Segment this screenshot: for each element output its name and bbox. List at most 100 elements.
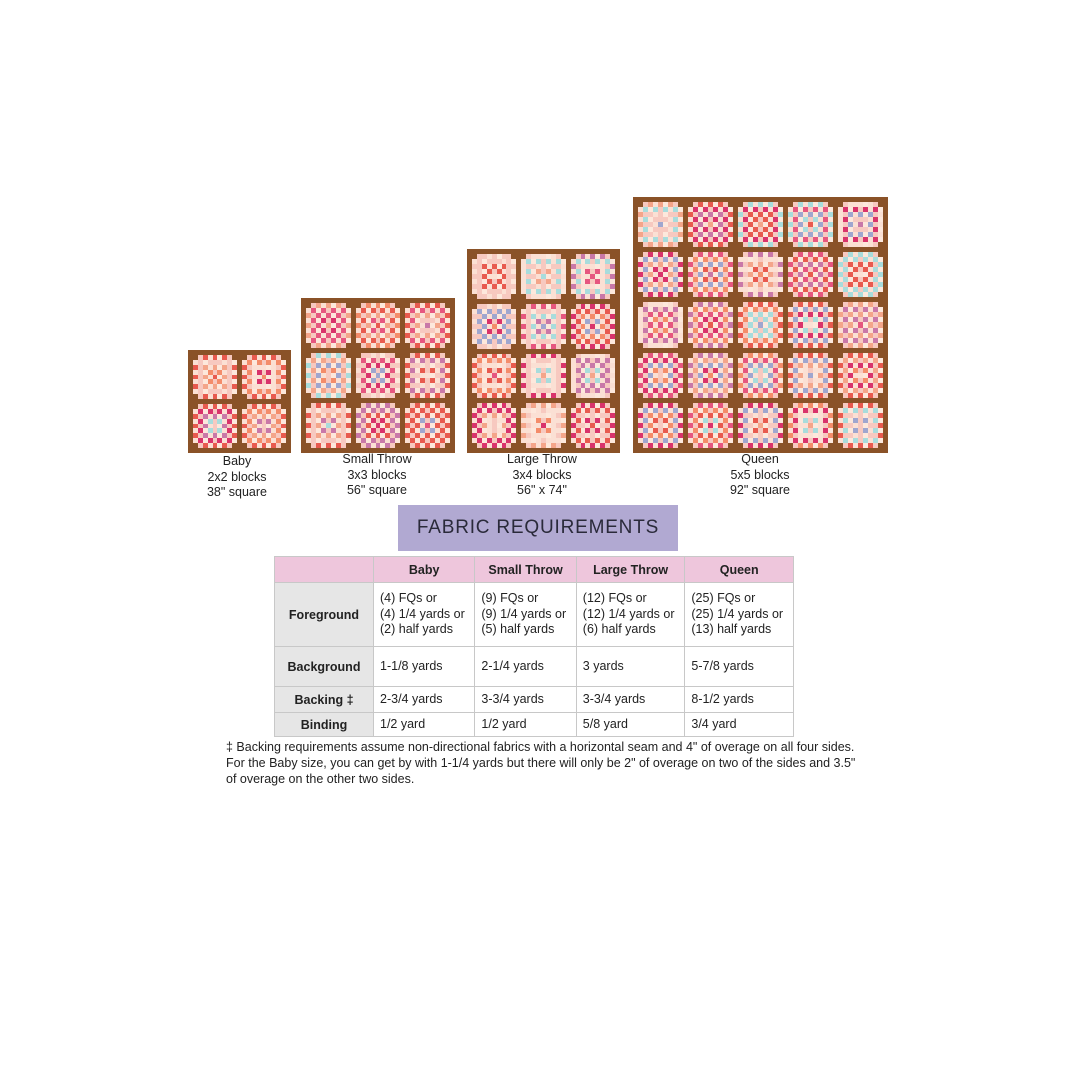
row-label: Foreground [274, 582, 374, 647]
quilt-block [838, 352, 883, 398]
size-blocks: 5x5 blocks [730, 467, 790, 482]
size-name: Queen [741, 452, 779, 466]
quilt-block [738, 352, 783, 398]
quilt-block [688, 352, 733, 398]
row-label: Background [274, 646, 374, 687]
cell-line: (9) 1/4 yards or [481, 606, 567, 621]
header-large-throw: Large Throw [575, 556, 686, 583]
quilt-block [570, 403, 615, 448]
quilt-illustration-small-throw [301, 298, 455, 453]
quilt-block [838, 302, 883, 348]
quilt-block [688, 252, 733, 298]
quilt-block [306, 303, 351, 348]
cell-line: (25) 1/4 yards or [691, 606, 784, 621]
quilt-illustration-queen [633, 197, 888, 453]
caption-small-throw: Small Throw 3x3 blocks 56" square [317, 452, 437, 499]
quilt-block [738, 252, 783, 298]
size-name: Baby [222, 454, 252, 468]
size-name: Large Throw [507, 452, 577, 466]
quilt-block [472, 403, 517, 448]
quilt-block [570, 303, 615, 349]
cell-backing-small-throw: 3-3/4 yards [474, 686, 577, 713]
caption-queen: Queen 5x5 blocks 92" square [700, 452, 820, 499]
quilt-block [638, 402, 683, 448]
cell-line: (6) half yards [582, 622, 656, 637]
cell-foreground-queen: (25) FQs or (25) 1/4 yards or (13) half … [684, 582, 794, 647]
fabric-requirements-banner: FABRIC REQUIREMENTS [398, 505, 678, 551]
cell-foreground-small-throw: (9) FQs or (9) 1/4 yards or (5) half yar… [474, 582, 577, 647]
quilt-block [788, 402, 833, 448]
cell-background-baby: 1-1/8 yards [372, 646, 476, 687]
cell-line: (2) half yards [380, 622, 453, 637]
cell-background-queen: 5-7/8 yards [684, 646, 794, 687]
cell-backing-large-throw: 3-3/4 yards [575, 686, 686, 713]
quilt-block [788, 352, 833, 398]
header-queen: Queen [684, 556, 794, 583]
quilt-block [472, 353, 517, 399]
quilt-block [193, 355, 237, 399]
quilt-block [838, 252, 883, 298]
header-small-throw: Small Throw [474, 556, 577, 583]
quilt-block [570, 353, 615, 399]
cell-binding-small-throw: 1/2 yard [474, 712, 577, 737]
quilt-block [788, 202, 833, 248]
quilt-block [688, 402, 733, 448]
quilt-block [638, 252, 683, 298]
quilt-block [405, 353, 450, 398]
quilt-block [405, 403, 450, 448]
size-blocks: 3x3 blocks [347, 467, 407, 482]
quilt-block [788, 252, 833, 298]
size-blocks: 2x2 blocks [207, 469, 267, 484]
quilt-block [688, 302, 733, 348]
backing-footnote: ‡ Backing requirements assume non-direct… [226, 740, 856, 786]
quilt-block [242, 355, 286, 399]
quilt-block [638, 302, 683, 348]
table-header-row: Baby Small Throw Large Throw Queen [274, 556, 794, 583]
cell-line: (5) half yards [481, 622, 555, 637]
quilt-illustration-large-throw [467, 249, 620, 453]
cell-line: (12) 1/4 yards or [582, 606, 675, 621]
quilt-block [472, 303, 517, 349]
table-row-binding: Binding 1/2 yard 1/2 yard 5/8 yard 3/4 y… [274, 712, 794, 737]
header-empty [274, 556, 374, 583]
cell-backing-queen: 8-1/2 yards [684, 686, 794, 713]
size-blocks: 3x4 blocks [512, 467, 572, 482]
cell-background-large-throw: 3 yards [575, 646, 686, 687]
quilt-block [521, 303, 566, 349]
cell-backing-baby: 2-3/4 yards [372, 686, 476, 713]
size-name: Small Throw [342, 452, 412, 466]
quilt-block [355, 353, 401, 398]
cell-background-small-throw: 2-1/4 yards [474, 646, 577, 687]
banner-title: FABRIC REQUIREMENTS [416, 517, 660, 538]
table-row-foreground: Foreground (4) FQs or (4) 1/4 yards or (… [274, 582, 794, 647]
caption-large-throw: Large Throw 3x4 blocks 56" x 74" [482, 452, 602, 499]
quilt-block [738, 402, 783, 448]
size-dimensions: 56" square [346, 483, 408, 497]
quilt-block [306, 403, 351, 448]
cell-binding-queen: 3/4 yard [684, 712, 794, 737]
quilt-block [788, 302, 833, 348]
table-row-background: Background 1-1/8 yards 2-1/4 yards 3 yar… [274, 646, 794, 687]
quilt-block [738, 202, 783, 248]
cell-line: (9) FQs or [481, 591, 539, 606]
quilt-block [472, 254, 517, 299]
size-dimensions: 38" square [206, 485, 268, 499]
quilt-block [521, 353, 566, 399]
quilt-block [242, 404, 286, 448]
cell-binding-baby: 1/2 yard [372, 712, 476, 737]
size-dimensions: 92" square [729, 483, 791, 497]
quilt-block [521, 254, 566, 299]
quilt-block [738, 302, 783, 348]
row-label: Binding [274, 712, 374, 737]
quilt-block [355, 303, 401, 348]
quilt-block [405, 303, 450, 348]
fabric-requirements-table: Baby Small Throw Large Throw Queen Foreg… [274, 556, 794, 737]
quilt-block [355, 403, 401, 448]
cell-foreground-baby: (4) FQs or (4) 1/4 yards or (2) half yar… [372, 582, 476, 647]
quilt-block [688, 202, 733, 248]
quilt-block [838, 402, 883, 448]
cell-line: (12) FQs or [582, 591, 647, 606]
cell-line: (25) FQs or [691, 591, 756, 606]
quilt-block [306, 353, 351, 398]
quilt-block [638, 352, 683, 398]
